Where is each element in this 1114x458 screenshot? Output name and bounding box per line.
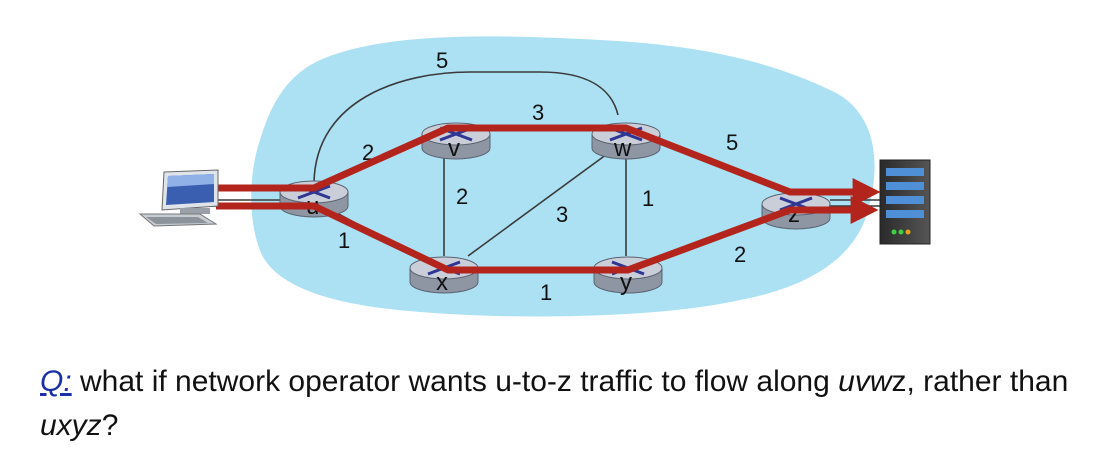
server-icon (879, 159, 931, 245)
router-label-z: z (788, 201, 800, 228)
path-label-uxyz: uxyz (40, 409, 102, 442)
router-label-y: y (620, 269, 632, 296)
link-u-w (313, 71, 619, 183)
weight-w-z: 5 (726, 130, 738, 155)
weight-v-w: 3 (532, 100, 544, 125)
path-uvwz (216, 124, 881, 206)
question-text-1: what if network operator wants u-to-z tr… (71, 365, 839, 398)
question-prefix-link[interactable]: Q: (40, 365, 72, 398)
network-diagram: 5 3 2 5 2 1 3 1 1 2 u v w x y z (138, 36, 931, 317)
computer-icon (138, 169, 219, 227)
path-label-uvw-end: z (891, 365, 907, 398)
link-w-x (467, 145, 619, 257)
router-label-x: x (436, 269, 448, 296)
weight-v-x: 2 (456, 184, 468, 209)
weight-w-x: 3 (556, 202, 568, 227)
path-uxyz (216, 196, 879, 274)
router-label-w: w (613, 135, 632, 162)
question-text: Q: what if network operator wants u-to-z… (40, 360, 1100, 448)
network-cloud (251, 36, 875, 317)
weight-u-x: 1 (338, 228, 350, 253)
weight-x-y: 1 (540, 280, 552, 305)
weight-u-w: 5 (436, 48, 448, 73)
router-label-v: v (448, 135, 460, 162)
question-text-3: ? (101, 409, 119, 442)
link-weights: 5 3 2 5 2 1 3 1 1 2 (338, 48, 746, 305)
weight-y-z: 2 (734, 242, 746, 267)
question-text-2: , rather than (906, 365, 1069, 398)
path-label-uvw: uvw (838, 365, 892, 398)
weight-w-y: 1 (642, 186, 654, 211)
highlighted-paths (216, 124, 881, 274)
